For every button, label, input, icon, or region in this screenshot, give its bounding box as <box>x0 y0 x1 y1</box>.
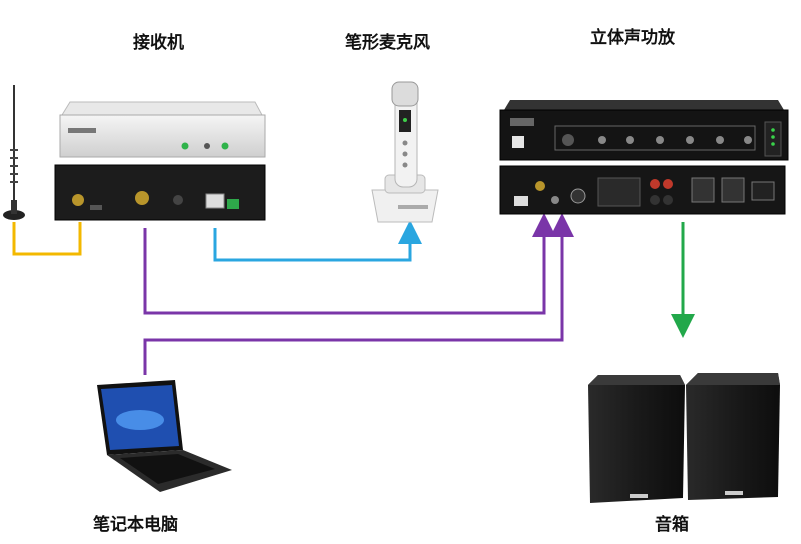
laptop-icon <box>97 380 232 492</box>
laptop-audio-cable <box>143 213 574 375</box>
speakers-label: 音箱 <box>655 515 689 535</box>
amplifier-device-icon <box>499 100 789 215</box>
laptop-label: 笔记本电脑 <box>93 515 178 535</box>
pen-microphone-icon <box>371 81 439 223</box>
antenna-cable <box>12 222 82 256</box>
receiver-audio-cable <box>143 213 556 315</box>
speaker-icon <box>588 373 780 503</box>
receiver-device-icon <box>54 101 266 221</box>
mic-cable <box>213 220 422 262</box>
amplifier-label: 立体声功放 <box>590 28 675 48</box>
antenna-icon <box>3 85 25 220</box>
microphone-label: 笔形麦克风 <box>345 33 430 53</box>
receiver-label: 接收机 <box>133 33 184 53</box>
